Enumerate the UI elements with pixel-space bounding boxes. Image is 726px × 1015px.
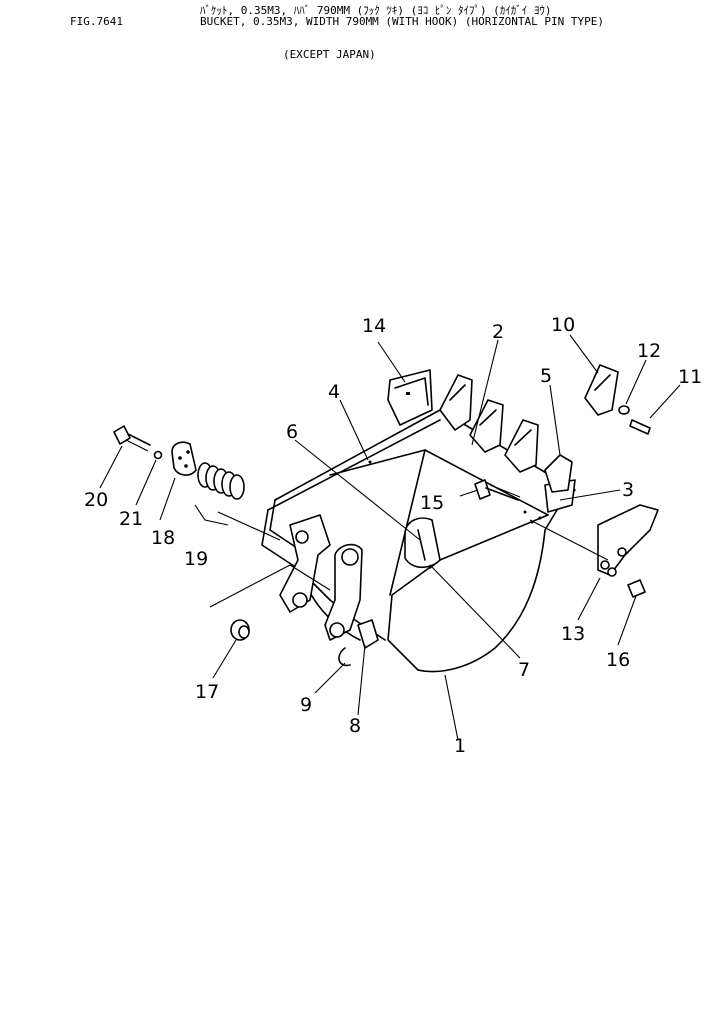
loose-parts xyxy=(113,425,521,641)
callout-6: 6 xyxy=(286,421,298,443)
callout-11: 11 xyxy=(678,366,702,388)
callout-numbers: 1 2 3 4 5 6 7 8 9 10 11 12 13 14 15 16 1… xyxy=(84,314,702,757)
callout-17: 17 xyxy=(195,681,219,703)
bucket-body xyxy=(261,409,576,673)
tooth-2 xyxy=(469,399,504,453)
adapter-plate xyxy=(597,504,659,598)
callout-1: 1 xyxy=(454,735,466,757)
callout-4: 4 xyxy=(328,381,340,403)
callout-5: 5 xyxy=(540,365,552,387)
callout-15: 15 xyxy=(420,492,444,514)
callout-3: 3 xyxy=(622,479,634,501)
tooth-4 xyxy=(544,454,573,493)
callout-18: 18 xyxy=(151,527,175,549)
leader-lines xyxy=(99,334,681,741)
callout-19: 19 xyxy=(184,548,208,570)
callout-7: 7 xyxy=(518,659,530,681)
subtitle: (EXCEPT JAPAN) xyxy=(283,48,376,61)
tooth-3 xyxy=(504,419,539,473)
callout-16: 16 xyxy=(606,649,630,671)
callout-10: 10 xyxy=(551,314,575,336)
teeth xyxy=(439,364,651,493)
callout-13: 13 xyxy=(561,623,585,645)
callout-20: 20 xyxy=(84,489,108,511)
hinge-mounts xyxy=(279,514,441,667)
figure-id: FIG.7641 xyxy=(70,15,123,28)
title-english: BUCKET, 0.35M3, WIDTH 790MM (WITH HOOK) … xyxy=(200,15,604,28)
shim-stack xyxy=(197,462,245,500)
callout-12: 12 xyxy=(637,340,661,362)
title-japanese: ﾊﾞｹｯﾄ, 0.35M3, ﾊﾊﾞ 790MM (ﾌｯｸ ﾂｷ) (ﾖｺ ﾋﾟ… xyxy=(200,4,552,17)
callout-14: 14 xyxy=(362,315,386,337)
callout-8: 8 xyxy=(349,715,361,737)
callout-9: 9 xyxy=(300,694,312,716)
side-plates xyxy=(387,369,576,513)
tooth-10 xyxy=(584,364,619,416)
callout-21: 21 xyxy=(119,508,143,530)
callout-2: 2 xyxy=(492,321,504,343)
tooth-1 xyxy=(439,374,473,431)
